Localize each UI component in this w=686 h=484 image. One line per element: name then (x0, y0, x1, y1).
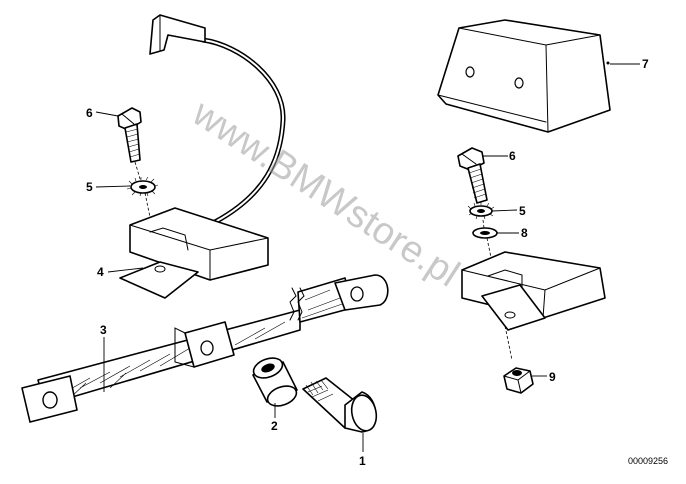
lock-washer-5-right (467, 202, 495, 220)
leader-lines-left (95, 111, 364, 452)
screw-6-left (117, 107, 142, 163)
screw-6-right (457, 147, 488, 204)
spacer-sleeve-2 (252, 357, 298, 407)
nut-9 (503, 367, 534, 394)
bolt-1 (302, 377, 378, 433)
cable-wire (149, 14, 286, 225)
mounting-bracket-4 (119, 207, 269, 299)
callout-3: 3 (100, 323, 107, 337)
lock-washer-5-left (126, 176, 159, 197)
reference-number: 00009256 (628, 456, 668, 466)
callout-6-right: 6 (509, 149, 516, 163)
flat-washer-8 (472, 227, 498, 239)
callout-1: 1 (359, 454, 366, 468)
callout-5-left: 5 (86, 180, 93, 194)
cover-7 (437, 19, 611, 133)
leader-lines-right (483, 63, 640, 377)
callout-9: 9 (549, 370, 556, 384)
callout-2: 2 (271, 419, 278, 433)
callout-5-right: 5 (519, 204, 526, 218)
ground-strap-3 (21, 274, 389, 423)
callout-6-left: 6 (86, 106, 93, 120)
callout-4: 4 (97, 265, 104, 279)
mounting-bracket-right (461, 251, 606, 331)
callout-8: 8 (521, 226, 528, 240)
callout-7: 7 (642, 57, 649, 71)
